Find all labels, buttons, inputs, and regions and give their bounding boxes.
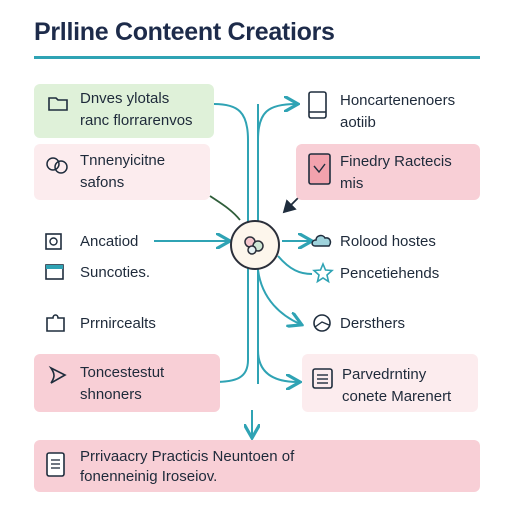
node-mid-left-line2: safons (80, 174, 125, 191)
clipboard-icon (46, 452, 65, 477)
wire-top-left (213, 103, 249, 383)
node-bottom-right-line1: Parvedrntiny (342, 366, 427, 383)
window-icon (45, 264, 64, 280)
node-bottom-right-line2: conete Marenert (342, 388, 452, 405)
globe-icon (313, 314, 331, 332)
wire-bottom-right (257, 349, 298, 382)
node-bottom-left-line1: Toncestestut (80, 364, 165, 381)
node-left-b-label[interactable]: Suncoties. (80, 264, 151, 281)
footer-line2: fonenneinig Iroseiov. (80, 468, 218, 485)
node-top-left-line1: Dnves ylotals (80, 90, 170, 107)
puzzle-icon (46, 314, 65, 332)
list-icon (312, 368, 333, 389)
triangle-icon (48, 365, 67, 384)
node-bottom-left[interactable] (34, 354, 220, 412)
wire-right-c (257, 269, 300, 324)
node-left-c-label[interactable]: Prrnircealts (80, 315, 156, 332)
node-top-left[interactable] (34, 84, 214, 138)
node-mid-right-line2: mis (340, 175, 364, 192)
node-right-a-label[interactable]: Rolood hostes (340, 233, 436, 250)
wire-right-b (277, 255, 313, 275)
node-top-left-line2: ranc florrarenvos (80, 112, 193, 129)
title-divider (34, 56, 480, 59)
node-bottom-left-line2: shnoners (80, 386, 142, 403)
wire-top-right (257, 104, 296, 141)
node-mid-right-line1: Finedry Ractecis (340, 153, 452, 170)
central-hub (230, 220, 280, 270)
node-right-c-label[interactable]: Dersthers (340, 315, 406, 332)
square-frame-icon (45, 233, 62, 250)
document-icon (308, 153, 331, 185)
footer-line1: Prrivaacry Practicis Neuntoen of (80, 448, 295, 465)
node-top-right-line2: aotiib (340, 114, 376, 131)
puzzle-cluster-icon (244, 236, 264, 255)
node-right-b-label[interactable]: Pencetiehends (340, 265, 440, 282)
cloud-icon (311, 234, 332, 247)
node-top-right-line1[interactable]: Honcartenenoers (340, 92, 456, 109)
node-left-a-label[interactable]: Ancatiod (80, 233, 139, 250)
star-icon (312, 262, 334, 284)
wire-mid-left (209, 195, 241, 221)
chat-bubbles-icon (46, 157, 68, 174)
folder-icon (48, 97, 68, 111)
node-mid-left-line1: Tnnenyicitne (80, 152, 166, 169)
tablet-icon (308, 91, 327, 119)
page-title: Prlline Conteent Creatiors (34, 18, 335, 46)
footer-box[interactable] (34, 440, 480, 492)
